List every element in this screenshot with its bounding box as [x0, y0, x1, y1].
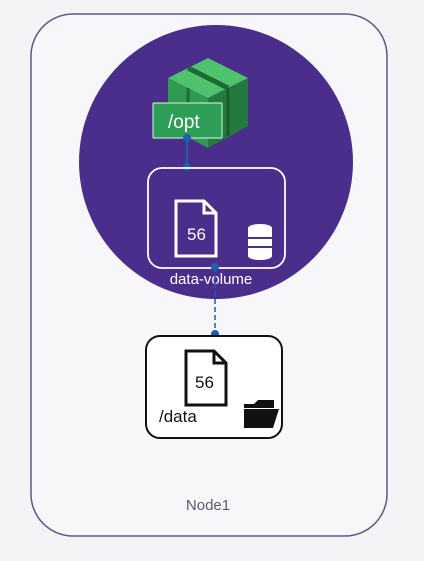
pod-file-value: 56: [187, 225, 206, 244]
mount-path-label: /opt: [152, 102, 223, 139]
host-path-text: /data: [159, 407, 197, 426]
database-icon: [248, 224, 272, 260]
volume-connector-dot: [211, 263, 219, 271]
mount-connector-dot-top: [183, 134, 191, 142]
host-file-value: 56: [195, 373, 214, 392]
node-label: Node1: [186, 497, 230, 514]
mount-connector-dot-bottom: [183, 163, 191, 171]
mount-path-text: /opt: [168, 112, 200, 133]
open-folder-icon: [244, 400, 279, 428]
pod-file-icon: 56: [174, 199, 218, 258]
volume-name: data-volume: [170, 271, 253, 288]
host-file-icon: 56: [184, 349, 228, 407]
